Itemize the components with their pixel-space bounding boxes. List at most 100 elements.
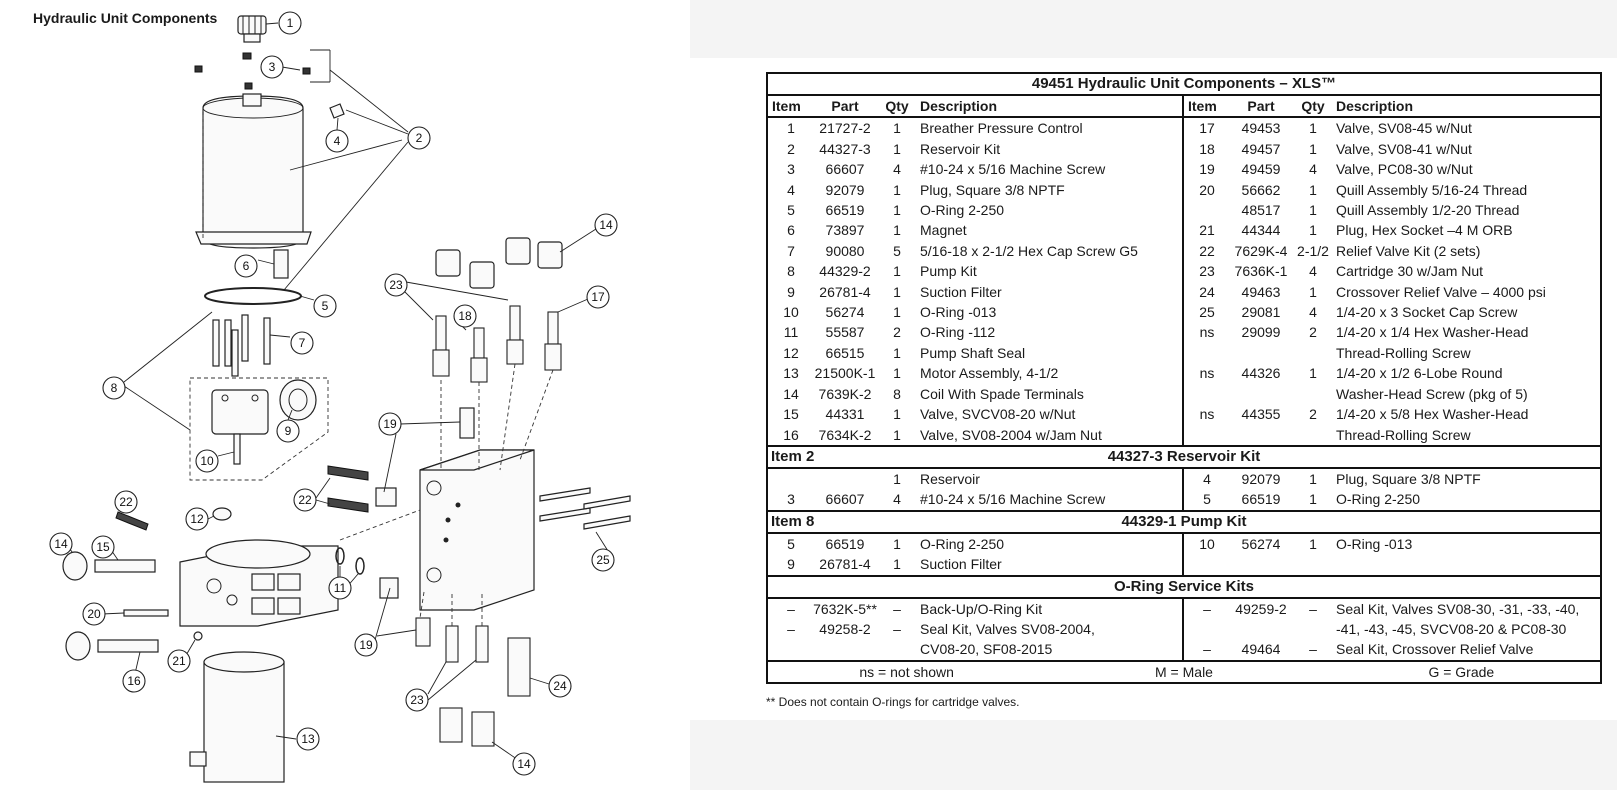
cell-item: 4 — [787, 181, 795, 198]
section-title: 44329-1 Pump Kit — [1121, 512, 1247, 530]
cell-part: 90080 — [825, 242, 865, 259]
svg-text:20: 20 — [87, 607, 101, 621]
cell-part: 73897 — [825, 222, 865, 239]
cell-part: 48517 — [1241, 202, 1281, 219]
section-left-column: –7632K-5**–Back-Up/O-Ring Kit–49258-2–Se… — [768, 598, 1184, 660]
cell-description: 5/16-18 x 2-1/2 Hex Cap Screw G5 — [920, 242, 1138, 259]
cell-description: Valve, SV08-41 w/Nut — [1336, 140, 1472, 157]
cell-description: Quill Assembly 1/2-20 Thread — [1336, 202, 1520, 219]
cell-item: 12 — [783, 344, 799, 361]
svg-text:2: 2 — [416, 131, 423, 145]
cell-part: 21500K-1 — [814, 365, 876, 382]
o-ring-small-part — [335, 547, 345, 565]
callout-20: 20 — [82, 602, 106, 626]
cell-part: 26781-4 — [819, 283, 871, 300]
cell-item: – — [1203, 641, 1211, 658]
cell-part: 44329-2 — [819, 263, 871, 280]
cell-part: 49258-2 — [819, 620, 871, 637]
svg-text:25: 25 — [596, 553, 610, 567]
relief-valves-part — [115, 465, 369, 531]
cell-description: Reservoir — [920, 470, 980, 487]
callout-14a: 14 — [594, 213, 618, 237]
cell-part: 7639K-2 — [818, 385, 872, 402]
cell-qty: 1 — [893, 556, 901, 573]
cell-part: 7636K-1 — [1234, 263, 1288, 280]
cell-description: 1/4-20 x 1/2 6-Lobe Round Washer-Head Sc… — [1336, 365, 1528, 402]
cell-part: 66515 — [825, 344, 865, 361]
cell-item: 9 — [787, 556, 795, 573]
o-ring-small-part — [355, 557, 365, 575]
svg-text:12: 12 — [190, 512, 204, 526]
callout-23b: 23 — [405, 688, 429, 712]
svg-text:3: 3 — [269, 60, 276, 74]
section-title: 44327-3 Reservoir Kit — [1107, 447, 1261, 465]
cell-qty: 4 — [1309, 304, 1317, 321]
cap-screws-part — [212, 314, 271, 377]
svg-text:9: 9 — [285, 424, 292, 438]
callout-9: 9 — [276, 419, 300, 443]
cell-part: 29099 — [1241, 324, 1281, 341]
section-title: O-Ring Service Kits — [1113, 577, 1255, 595]
svg-text:4: 4 — [334, 134, 341, 148]
o-ring-part — [204, 287, 302, 305]
svg-text:22: 22 — [298, 493, 312, 507]
table-title: 49451 Hydraulic Unit Components – XLS™ — [768, 74, 1600, 96]
cell-item: 11 — [783, 324, 799, 341]
svg-text:16: 16 — [127, 674, 141, 688]
cell-part — [810, 469, 880, 489]
cell-description: Suction Filter — [920, 556, 1002, 573]
cell-qty: 1 — [893, 406, 901, 423]
bottom-valves-part — [415, 617, 531, 747]
legend-g: G = Grade — [1428, 663, 1495, 680]
cell-part: 66519 — [825, 202, 865, 219]
cell-item: 22 — [1199, 242, 1215, 259]
svg-text:14: 14 — [599, 218, 613, 232]
cell-qty: – — [1309, 641, 1317, 658]
cell-item: – — [787, 620, 795, 637]
cell-part: 44326 — [1241, 365, 1281, 382]
cell-description: Pump Kit — [920, 263, 977, 280]
cell-qty: 1 — [893, 140, 901, 157]
cell-description: Pump Shaft Seal — [920, 344, 1026, 361]
legend-ns: ns = not shown — [859, 663, 954, 680]
header-panel-bg — [690, 0, 1617, 58]
cell-description: #10-24 x 5/16 Machine Screw — [920, 491, 1106, 508]
cell-part: 49453 — [1241, 120, 1281, 137]
cell-item: 20 — [1199, 181, 1215, 198]
section-body: –7632K-5**–Back-Up/O-Ring Kit–49258-2–Se… — [768, 598, 1600, 660]
cell-description: O-Ring 2-250 — [920, 202, 1005, 219]
manifold-block-part — [419, 449, 535, 611]
cell-description: O-Ring 2-250 — [920, 535, 1005, 552]
svg-text:10: 10 — [200, 454, 214, 468]
svg-text:19: 19 — [359, 638, 373, 652]
header-part: Part — [1247, 98, 1275, 114]
section-title-row: O-Ring Service Kits — [768, 574, 1600, 599]
cell-description: Plug, Square 3/8 NPTF — [920, 181, 1065, 198]
section-label: Item 8 — [771, 512, 815, 530]
cell-item: 3 — [787, 491, 795, 508]
legend-m: M = Male — [1155, 663, 1213, 680]
cell-description: Coil With Spade Terminals — [920, 385, 1084, 402]
svg-text:13: 13 — [301, 732, 315, 746]
shaft-seal-part — [212, 507, 232, 521]
cell-item: 1 — [787, 120, 795, 137]
cell-qty: 1 — [893, 470, 901, 487]
svg-text:19: 19 — [383, 417, 397, 431]
